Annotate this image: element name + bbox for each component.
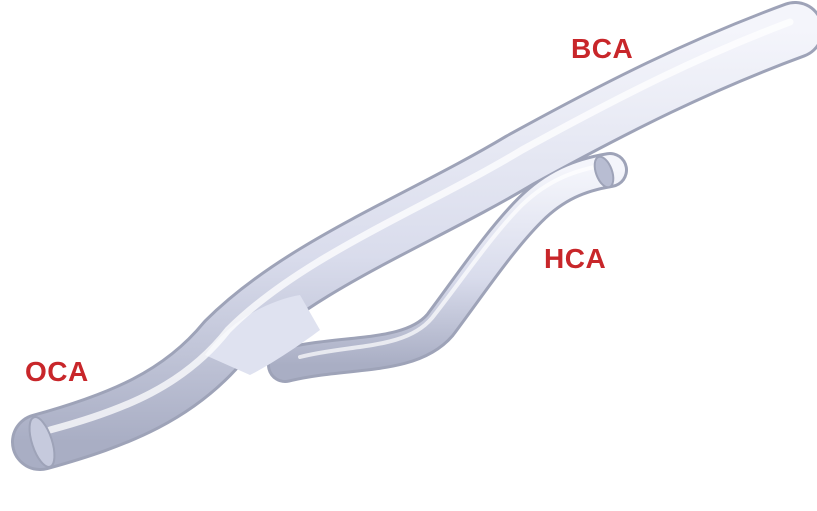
oca-label: OCA	[25, 358, 89, 386]
bca-label: BCA	[571, 35, 633, 63]
hca-label: HCA	[544, 245, 606, 273]
bca-vessel	[40, 30, 795, 442]
